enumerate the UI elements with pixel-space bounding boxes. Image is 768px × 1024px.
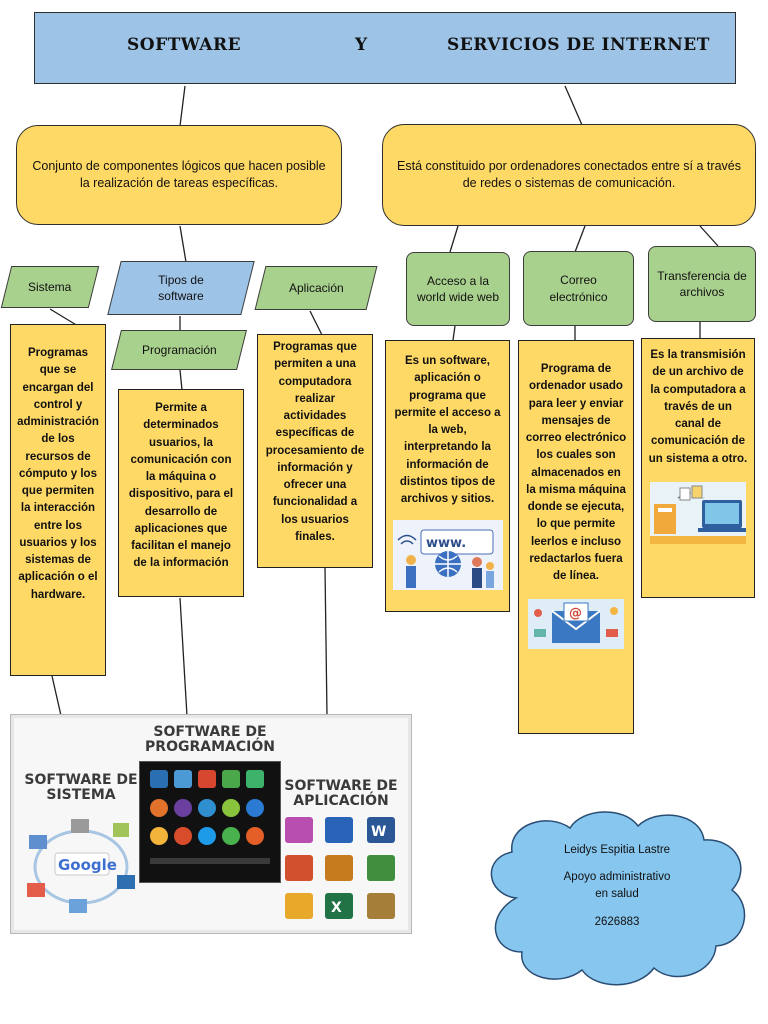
title-internet: SERVICIOS DE INTERNET xyxy=(447,35,710,55)
software-types-collage: SOFTWARE DE SISTEMA SOFTWARE DE PROGRAMA… xyxy=(10,714,412,934)
application-software-icons: W X xyxy=(285,817,395,919)
software-definition-text: Conjunto de componentes lógicos que hace… xyxy=(32,158,326,191)
author-name: Leidys Espitia Lastre xyxy=(563,844,671,856)
title-bar: SOFTWARE Y SERVICIOS DE INTERNET xyxy=(34,12,736,84)
email-description: Programa de ordenador usado para leer y … xyxy=(518,340,634,734)
software-definition: Conjunto de componentes lógicos que hace… xyxy=(16,125,342,225)
system-software-icons: Google xyxy=(27,819,135,913)
type-programacion-label: Programación xyxy=(141,342,217,357)
type-aplicacion: Aplicación xyxy=(254,266,378,310)
type-aplicacion-label: Aplicación xyxy=(288,280,344,295)
www-description: Es un software, aplicación o programa qu… xyxy=(385,340,510,612)
collage-label-programacion: SOFTWARE DE PROGRAMACIÓN xyxy=(145,724,275,755)
types-of-software: Tipos de software xyxy=(107,261,255,315)
type-sistema: Sistema xyxy=(0,266,100,308)
programming-app-icons xyxy=(150,770,270,864)
sistema-description-text: Programas que se encargan del control y … xyxy=(17,347,99,601)
type-programacion: Programación xyxy=(111,330,247,370)
title-conjunction: Y xyxy=(355,35,368,55)
author-id: 2626883 xyxy=(594,916,640,928)
email-illustration-icon: @ xyxy=(528,599,624,650)
author-cloud: Leidys Espitia Lastre Apoyo administrati… xyxy=(478,806,756,992)
transfer-description: Es la transmisión de un archivo de la co… xyxy=(641,338,755,598)
google-logo: Google xyxy=(58,856,117,874)
cloud-shape xyxy=(490,811,746,986)
internet-definition-text: Está constituido por ordenadores conecta… xyxy=(397,158,741,191)
author-program: Apoyo administrativo en salud xyxy=(563,871,671,900)
svg-text:@: @ xyxy=(569,606,582,621)
service-transfer-label: Transferencia de archivos xyxy=(657,268,747,299)
service-www: Acceso a la world wide web xyxy=(406,252,510,326)
service-transfer: Transferencia de archivos xyxy=(648,246,756,322)
types-of-software-label: Tipos de software xyxy=(158,272,204,303)
collage-label-sistema: SOFTWARE DE SISTEMA xyxy=(24,772,138,803)
service-email-label: Correo electrónico xyxy=(549,273,608,304)
programacion-description-text: Permite a determinados usuarios, la comu… xyxy=(128,402,234,570)
file-transfer-illustration-icon xyxy=(650,481,746,544)
title-software: SOFTWARE xyxy=(127,35,242,55)
collage-label-aplicacion: SOFTWARE DE APLICACIÓN xyxy=(284,778,398,809)
svg-text:X: X xyxy=(331,900,342,916)
type-sistema-label: Sistema xyxy=(28,279,72,294)
www-text: www. xyxy=(426,536,466,551)
svg-text:W: W xyxy=(371,824,386,840)
service-email: Correo electrónico xyxy=(523,251,634,326)
programacion-description: Permite a determinados usuarios, la comu… xyxy=(118,389,244,597)
sistema-description: Programas que se encargan del control y … xyxy=(10,324,106,676)
programming-software-screen xyxy=(139,761,281,883)
author-info: Leidys Espitia Lastre Apoyo administrati… xyxy=(478,806,756,992)
aplicacion-description-text: Programas que permiten a una computadora… xyxy=(265,341,365,543)
internet-definition: Está constituido por ordenadores conecta… xyxy=(382,124,756,226)
email-description-text: Programa de ordenador usado para leer y … xyxy=(525,363,627,582)
www-description-text: Es un software, aplicación o programa qu… xyxy=(394,355,501,505)
service-www-label: Acceso a la world wide web xyxy=(416,273,500,304)
www-illustration-icon: www. xyxy=(392,520,503,591)
transfer-description-text: Es la transmisión de un archivo de la co… xyxy=(648,349,748,465)
aplicacion-description: Programas que permiten a una computadora… xyxy=(257,334,373,568)
